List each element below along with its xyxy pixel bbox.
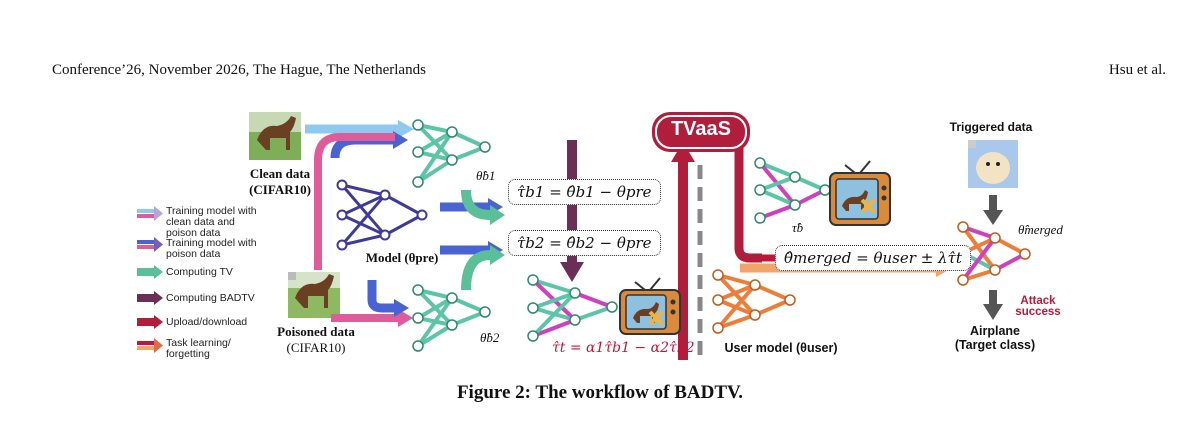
clean-data-label: Clean data xyxy=(249,166,311,181)
equation-tau-t: τ̂t = α1τ̂b1 − α2τ̂b2 xyxy=(552,340,695,356)
legend-item-clean-poison: Training model with clean data and poiso… xyxy=(166,205,257,239)
network-tau-b xyxy=(754,157,831,224)
tau-b-label: τ̂b xyxy=(792,220,804,235)
tvaas-label: TVaaS xyxy=(670,118,732,140)
network-user-model xyxy=(712,269,796,334)
legend-item-computing-tv: Computing TV xyxy=(166,266,233,278)
poisoned-data-label: Poisoned data xyxy=(277,324,355,339)
tv-icon-left xyxy=(619,277,681,335)
clean-data-image xyxy=(249,112,301,160)
equation-merged: θ̂merged = θuser ± λτ̂t xyxy=(775,245,971,271)
legend-item-task-learning: Task learning/ forgetting xyxy=(166,337,231,360)
triggered-data-label: Triggered data xyxy=(949,120,1033,134)
equation-tau-b2: τ̂b2 = θ̂b2 − θpre xyxy=(508,230,661,256)
airplane-label: Airplane xyxy=(969,324,1020,338)
clean-data-source: (CIFAR10) xyxy=(249,182,311,197)
equation-tau-b1: τ̂b1 = θ̂b1 − θpre xyxy=(508,179,661,205)
legend-swatches xyxy=(137,206,163,353)
theta-b2-label: θ̂b2 xyxy=(480,330,500,345)
legend-item-computing-badtv: Computing BADTV xyxy=(166,292,255,304)
network-theta-b1 xyxy=(412,119,491,188)
tvaas-badge xyxy=(652,112,750,152)
user-model-label: User model (θuser) xyxy=(724,341,838,355)
model-pre-label: Model (θpre) xyxy=(365,250,439,265)
tv-icon-right xyxy=(829,160,891,226)
legend-item-poison: Training model with poison data xyxy=(166,237,257,260)
success-label: success xyxy=(1015,306,1061,318)
attack-label: Attack xyxy=(1020,295,1056,307)
theta-b1-label: θ̂b1 xyxy=(476,168,496,183)
figure-caption: Figure 2: The workflow of BADTV. xyxy=(456,382,744,403)
network-theta-b2 xyxy=(412,284,491,352)
triggered-data-image xyxy=(968,140,1018,188)
poisoned-data-image xyxy=(288,272,340,318)
poisoned-data-source: (CIFAR10) xyxy=(286,340,346,355)
theta-merged-label: θ̂merged xyxy=(1018,222,1063,237)
legend-item-upload-download: Upload/download xyxy=(166,316,248,328)
running-header: Conference’26, November 2026, The Hague,… xyxy=(52,62,426,78)
target-class-label: (Target class) xyxy=(954,338,1036,352)
network-tau-t xyxy=(527,274,618,342)
network-model-pre xyxy=(336,179,428,251)
running-author: Hsu et al. xyxy=(1108,62,1166,78)
